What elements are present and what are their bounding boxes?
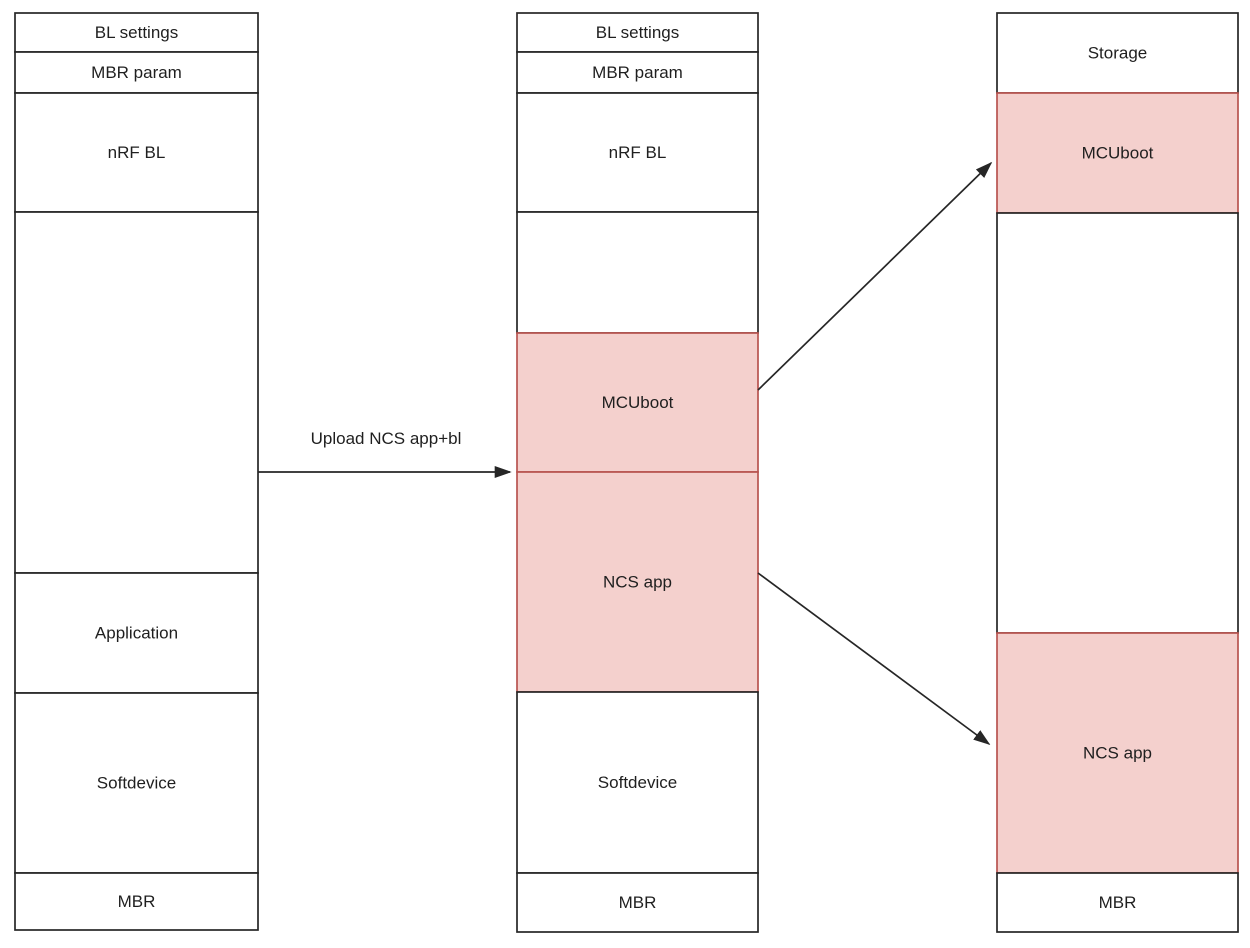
segment-middle-mcuboot <box>516 332 759 473</box>
segment-middle-ncs-app <box>516 471 759 693</box>
segment-label-middle-bl-settings: BL settings <box>596 23 679 42</box>
segment-label-right-mbr: MBR <box>1099 893 1137 912</box>
segment-right-mcuboot <box>996 92 1239 214</box>
segment-middle-free-space <box>516 211 759 334</box>
arrow-label-upload-ncs-app-bl: Upload NCS app+bl <box>311 429 462 448</box>
segment-label-middle-mbr-param: MBR param <box>592 63 683 82</box>
segment-label-middle-softdevice: Softdevice <box>598 773 677 792</box>
segment-label-left-mbr-param: MBR param <box>91 63 182 82</box>
segment-middle-mbr <box>516 872 759 933</box>
segment-label-right-mcuboot: MCUboot <box>1082 144 1154 163</box>
segment-label-right-ncs-app: NCS app <box>1083 744 1152 763</box>
segment-left-mbr-param <box>14 51 259 94</box>
segment-label-middle-nrf-bl: nRF BL <box>609 143 667 162</box>
segment-label-middle-ncs-app: NCS app <box>603 573 672 592</box>
segment-label-right-storage: Storage <box>1088 44 1148 63</box>
segment-left-nrf-bl <box>14 92 259 213</box>
segment-label-middle-mcuboot: MCUboot <box>602 393 674 412</box>
segment-label-left-mbr: MBR <box>118 892 156 911</box>
segment-right-mbr <box>996 872 1239 933</box>
segment-left-bl-settings <box>14 12 259 53</box>
segment-label-left-application: Application <box>95 624 178 643</box>
segment-right-free-space <box>996 212 1239 634</box>
segment-middle-mbr-param <box>516 51 759 94</box>
segment-label-left-softdevice: Softdevice <box>97 774 176 793</box>
segment-label-middle-mbr: MBR <box>619 893 657 912</box>
segment-label-left-bl-settings: BL settings <box>95 23 178 42</box>
arrow-mcuboot-to-storage <box>757 161 993 391</box>
segment-right-ncs-app <box>996 632 1239 874</box>
segment-right-storage <box>996 12 1239 94</box>
segment-left-free-space <box>14 211 259 574</box>
segment-middle-softdevice <box>516 691 759 874</box>
segment-label-left-nrf-bl: nRF BL <box>108 143 166 162</box>
arrow-ncs-app-to-storage <box>757 572 991 746</box>
segment-left-mbr <box>14 872 259 931</box>
segment-left-softdevice <box>14 692 259 874</box>
segment-left-application <box>14 572 259 694</box>
